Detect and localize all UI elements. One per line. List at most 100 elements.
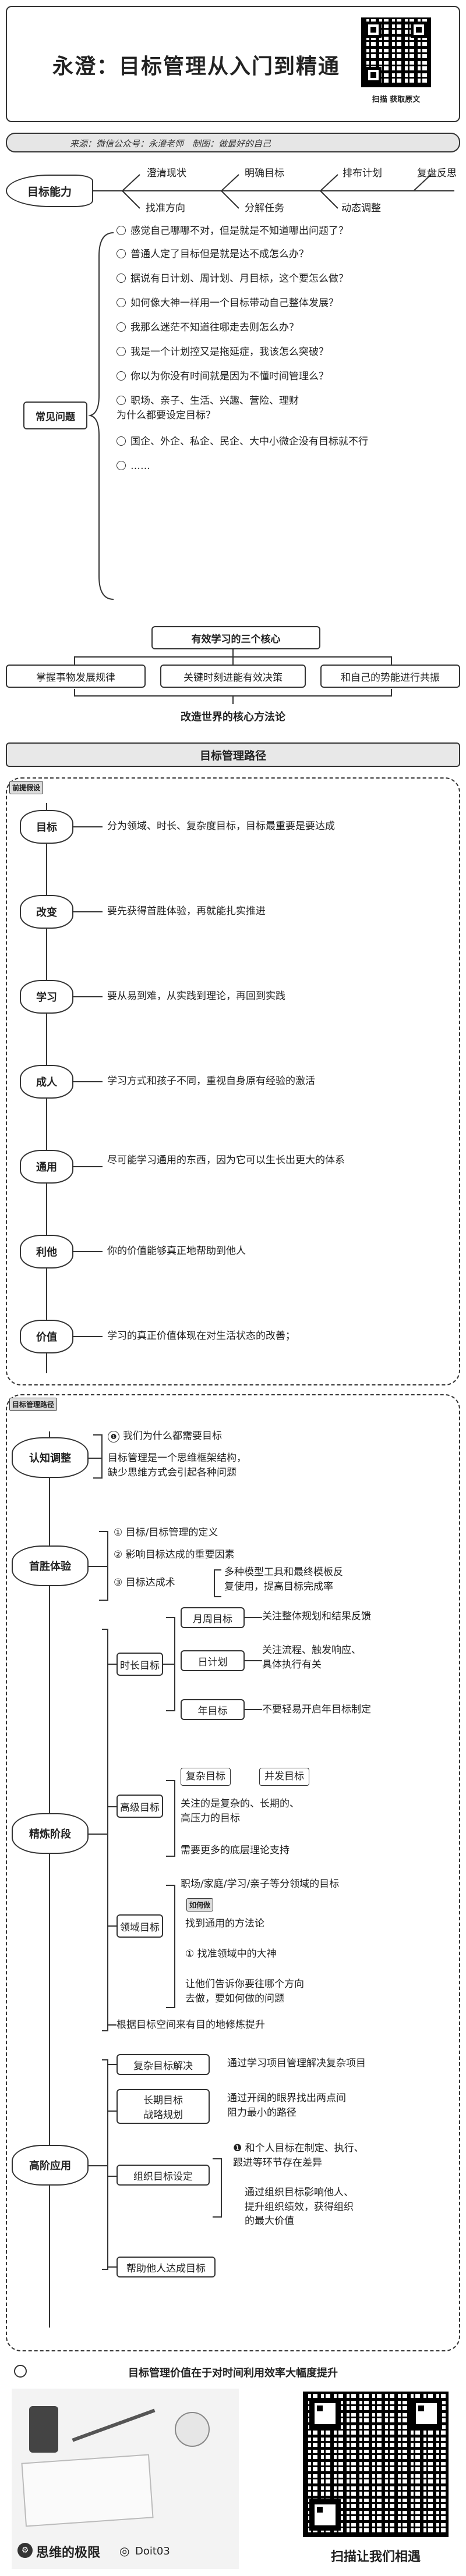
- premise-desc: 你的价值能够真正地帮助到他人: [107, 1245, 246, 1257]
- premise-node: 学习: [20, 980, 73, 1014]
- page-title: 永澄：目标管理从入门到精通: [52, 55, 341, 79]
- mgmt-frame: [6, 1394, 460, 2351]
- adv-item-3-bullet: ❶: [233, 2142, 245, 2154]
- ability-item-3: 排布计划: [343, 168, 382, 179]
- stage-cognition: 认知调整: [12, 1437, 89, 1478]
- source-line: 来源：微信公众号：永澄老师 制图：做最好的自己: [70, 138, 271, 149]
- adv-item-2: 长期目标 战略规划: [116, 2089, 210, 2124]
- premise-desc: 尽可能学习通用的东西，因为它可以生长出更大的体系: [107, 1154, 345, 1166]
- footer-desk-photo: [12, 2389, 239, 2569]
- time-item-day-desc: 关注流程、触发响应、 具体执行有关: [262, 1644, 361, 1671]
- problem-bullet-icon: [116, 371, 126, 381]
- domain-item-1: 找到通用的方法论: [185, 1918, 264, 1930]
- problem-bullet-icon: [116, 396, 126, 405]
- ability-label: 目标能力: [27, 185, 72, 198]
- problem-bullet-icon: [116, 249, 126, 258]
- premise-desc: 要从易到难，从实践到理论，再回到实践: [107, 990, 285, 1002]
- footer-id: Doit03: [135, 2545, 170, 2557]
- problem-item: ……: [116, 459, 460, 474]
- time-item-connectors: [245, 1617, 262, 1710]
- problem-bullet-icon: [116, 461, 126, 470]
- domain-top: 职场/家庭/学习/亲子等分领域的目标: [181, 1878, 340, 1890]
- core-item-2: 关键时刻进能有效决策: [160, 665, 306, 688]
- time-goal-label: 时长目标: [116, 1653, 163, 1676]
- ability-item-1: 澄清现状: [147, 168, 186, 179]
- ability-item-2: 明确目标: [245, 168, 284, 179]
- problem-item: 据说有日计划、周计划、月目标，这个要怎么做？: [116, 272, 460, 286]
- footer-brand: 思维的极限: [36, 2546, 101, 2560]
- problem-item: 职场、亲子、生活、兴趣、营险、理财 为什么都要设定目标？: [116, 395, 299, 421]
- core-connector: [74, 649, 392, 665]
- premise-node: 改变: [20, 895, 73, 929]
- time-item-day: 日计划: [181, 1650, 245, 1671]
- footer-cta: 扫描让我们相遇: [330, 2550, 421, 2564]
- problem-item: 我那么迷茫不知道往哪走去则怎么办？: [116, 321, 460, 335]
- stage1-note: 目标管理是一个思维框架结构， 缺少思维方式会引起各种问题: [108, 1452, 246, 1479]
- photo-cup: [175, 2412, 210, 2447]
- time-item-year-desc: 不要轻易开启年目标制定: [262, 1704, 371, 1715]
- photo-phone: [29, 2406, 58, 2453]
- stage2-item-1: ① 目标/目标管理的定义: [114, 1527, 218, 1539]
- ability-item-6: 分解任务: [245, 202, 284, 214]
- high-tag-2: 并发目标: [259, 1768, 309, 1786]
- adv-item-5: 帮助他人达成目标: [116, 2257, 216, 2277]
- problem-item: 如何像大神一样用一个目标带动自己整体发展？: [116, 296, 460, 311]
- problem-item: 你以为你没有时间就是因为不懂时间管理么？: [116, 369, 460, 384]
- ability-item-4: 复盘反思: [417, 168, 457, 179]
- footer-brand-icon: ⚙: [17, 2543, 33, 2558]
- domain-item-2-bullet: ①: [185, 1948, 197, 1960]
- premise-desc: 要先获得首胜体验，再就能扎实推进: [107, 905, 266, 917]
- adv-item-1: 复杂目标解决: [116, 2054, 210, 2075]
- problem-bullet-icon: [116, 273, 126, 283]
- premise-connector: [73, 1251, 103, 1252]
- domain-item-3: 让他们告诉你要往哪个方向 去做，要如何做的问题: [185, 1978, 304, 2005]
- footer-qr-code[interactable]: [303, 2392, 449, 2537]
- problem-item: 感觉自己哪哪不对，但是就是不知道哪出问题了？: [116, 224, 460, 239]
- stage-advanced: 高阶应用: [12, 2145, 89, 2186]
- problem-bullet-icon: [116, 298, 126, 307]
- stage2-item-3: ③ 目标达成术: [114, 1577, 175, 1589]
- ability-item-7: 动态调整: [341, 202, 381, 214]
- stage2-item-2: ② 影响目标达成的重要因素: [114, 1549, 235, 1561]
- domain-item-2: ① 找准领域中的大神: [185, 1948, 277, 1960]
- premise-desc: 分为领域、时长、复杂度目标，目标最重要是要达成: [107, 820, 335, 832]
- path-banner: 目标管理路径: [6, 742, 460, 767]
- core-footer: 改造世界的核心方法论: [181, 711, 285, 723]
- adv-item-4-desc: 通过组织目标影响他人、 提升组织绩效，获得组织 的最大价值: [245, 2187, 354, 2227]
- adv-item-3-desc: ❶ 和个人目标在制定、执行、 跟进等环节存在差异: [233, 2142, 364, 2169]
- stage1-bullet-icon: ❶: [108, 1431, 119, 1442]
- time-item-year: 年目标: [181, 1699, 245, 1720]
- adv-item-1-desc: 通过学习项目管理解决复杂项目: [227, 2058, 366, 2069]
- problem-list: 感觉自己哪哪不对，但是就是不知道哪出问题了？ 普通人定了目标但是就是达不成怎么办？…: [116, 224, 460, 480]
- high-note: 关注的是复杂的、长期的、 高压力的目标: [181, 1798, 299, 1824]
- stage2-note: 多种模型工具和最终模板反 复使用，提高目标完成率: [224, 1566, 343, 1593]
- domain-goal-label: 领域目标: [116, 1914, 163, 1938]
- premise-desc: 学习的真正价值体现在对生活状态的改善；: [107, 1330, 295, 1342]
- problem-item: 普通人定了目标但是就是达不成怎么办？: [116, 247, 460, 262]
- time-item-month: 月周目标: [181, 1607, 245, 1628]
- premise-connector: [73, 996, 103, 997]
- time-item-month-desc: 关注整体规划和结果反馈: [262, 1611, 371, 1622]
- stage-first-win: 首胜体验: [12, 1545, 89, 1586]
- high-goal-label: 高级目标: [116, 1795, 163, 1818]
- premise-connector: [73, 1081, 103, 1082]
- premise-node: 成人: [20, 1065, 73, 1099]
- premise-node: 利他: [20, 1235, 73, 1269]
- stage2-bullet-3: ③: [114, 1577, 126, 1589]
- high-note-2: 需要更多的底层理论支持: [181, 1845, 290, 1856]
- problem-bullet-icon: [116, 226, 126, 235]
- premise-tag: 前提假设: [9, 781, 44, 794]
- stage2-bullet-2: ②: [114, 1549, 126, 1561]
- problem-item: 国企、外企、私企、民企、大中小微企没有目标就不行: [116, 435, 460, 449]
- premise-node: 目标: [20, 810, 73, 844]
- problem-bullet-icon: [116, 436, 126, 446]
- ability-branch-lines: [93, 174, 454, 209]
- stage2-note-bracket: [214, 1569, 221, 1597]
- premise-desc: 学习方式和孩子不同，重视自身原有经验的激活: [107, 1075, 315, 1087]
- stage3-footer: 根据目标空间来有目的地修炼提升: [116, 2019, 265, 2031]
- core-item-3: 和自己的势能进行共振: [320, 665, 460, 688]
- header-qr-code[interactable]: [361, 17, 431, 87]
- stage2-bullet-1: ①: [114, 1527, 126, 1539]
- problems-brace: [88, 232, 114, 600]
- footer-id-icon: ◎: [119, 2544, 130, 2558]
